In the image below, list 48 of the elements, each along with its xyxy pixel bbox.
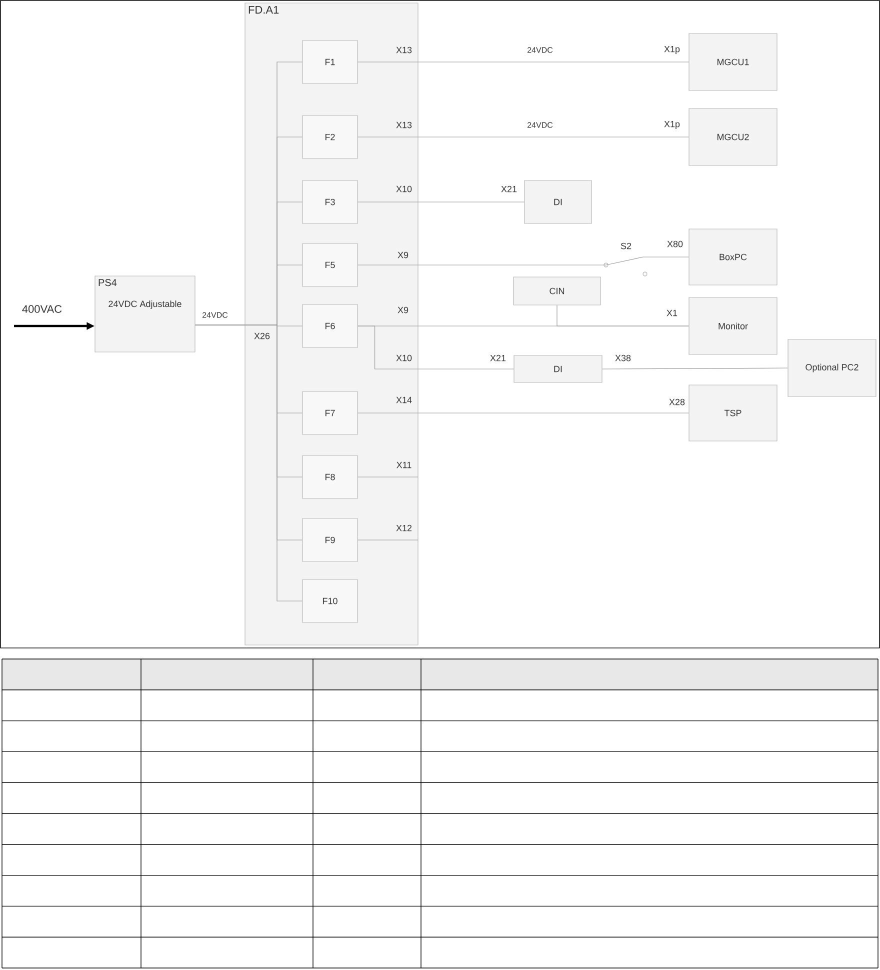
fuse-box: F1 — [302, 40, 358, 84]
device-box: MGCU1 — [688, 33, 778, 91]
edge-label: 400VAC — [22, 305, 62, 313]
fuse-box: F10 — [302, 579, 358, 623]
device-box: Monitor — [688, 297, 778, 355]
edge-label: 24VDC — [528, 47, 553, 53]
wire — [358, 136, 689, 138]
wire — [358, 412, 689, 414]
device-box: Optional PC2 — [788, 339, 876, 397]
connector-label: X12 — [396, 524, 412, 532]
connector-label: X9 — [398, 252, 408, 258]
device-box: MGCU2 — [688, 108, 778, 166]
connector-label: X1p — [664, 120, 680, 130]
connector-label: X1 — [666, 310, 678, 316]
connector-label: X1p — [664, 46, 680, 54]
fuse-box: F3 — [302, 180, 358, 224]
connector-label: X10 — [396, 354, 412, 362]
component-box: CIN — [513, 276, 601, 306]
connector-label: X13 — [396, 46, 412, 54]
fuse-box: F5 — [302, 243, 358, 287]
edge-label: 24VDC — [202, 312, 228, 318]
wire — [195, 324, 302, 602]
connector-label: X28 — [669, 398, 685, 406]
fuse-box: F7 — [302, 391, 358, 435]
device-box: BoxPC — [688, 228, 778, 286]
wire — [358, 326, 514, 370]
wire — [556, 305, 689, 326]
fuse-box: F6 — [302, 304, 358, 348]
connector-label: X26 — [254, 332, 270, 340]
connector-label: X21 — [490, 354, 506, 362]
fuse-box: F2 — [302, 115, 358, 159]
fuse-box: F8 — [302, 455, 358, 499]
wire — [358, 476, 418, 478]
wire — [602, 368, 788, 370]
connector-label: X10 — [396, 186, 412, 192]
connector-label: X9 — [398, 306, 408, 314]
fuse-box: F9 — [302, 518, 358, 562]
power-supply-box: PS4 24VDC Adjustable — [94, 276, 196, 352]
module-box: DI — [514, 355, 602, 383]
connector-label: X11 — [396, 462, 412, 468]
edge-label: 24VDC — [528, 122, 553, 128]
module-box: DI — [524, 180, 592, 224]
device-box: TSP — [688, 384, 778, 442]
connector-label: X14 — [396, 396, 412, 404]
connector-label: X13 — [396, 122, 412, 128]
wire — [358, 256, 689, 266]
connector-label: X38 — [615, 354, 631, 362]
connector-label: S2 — [620, 242, 632, 250]
